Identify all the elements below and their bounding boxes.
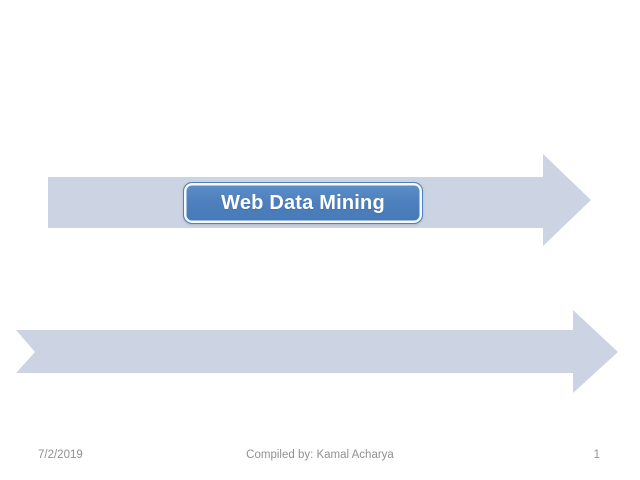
footer-credit: Compiled by: Kamal Acharya — [246, 449, 394, 461]
title-box: Web Data Mining — [183, 182, 423, 224]
footer-date: 7/2/2019 — [38, 449, 83, 461]
footer-page-number: 1 — [593, 449, 600, 461]
slide-footer: 7/2/2019 Compiled by: Kamal Acharya 1 — [0, 449, 640, 465]
title-box-label: Web Data Mining — [221, 191, 385, 214]
process-arrow-bottom — [16, 310, 618, 393]
